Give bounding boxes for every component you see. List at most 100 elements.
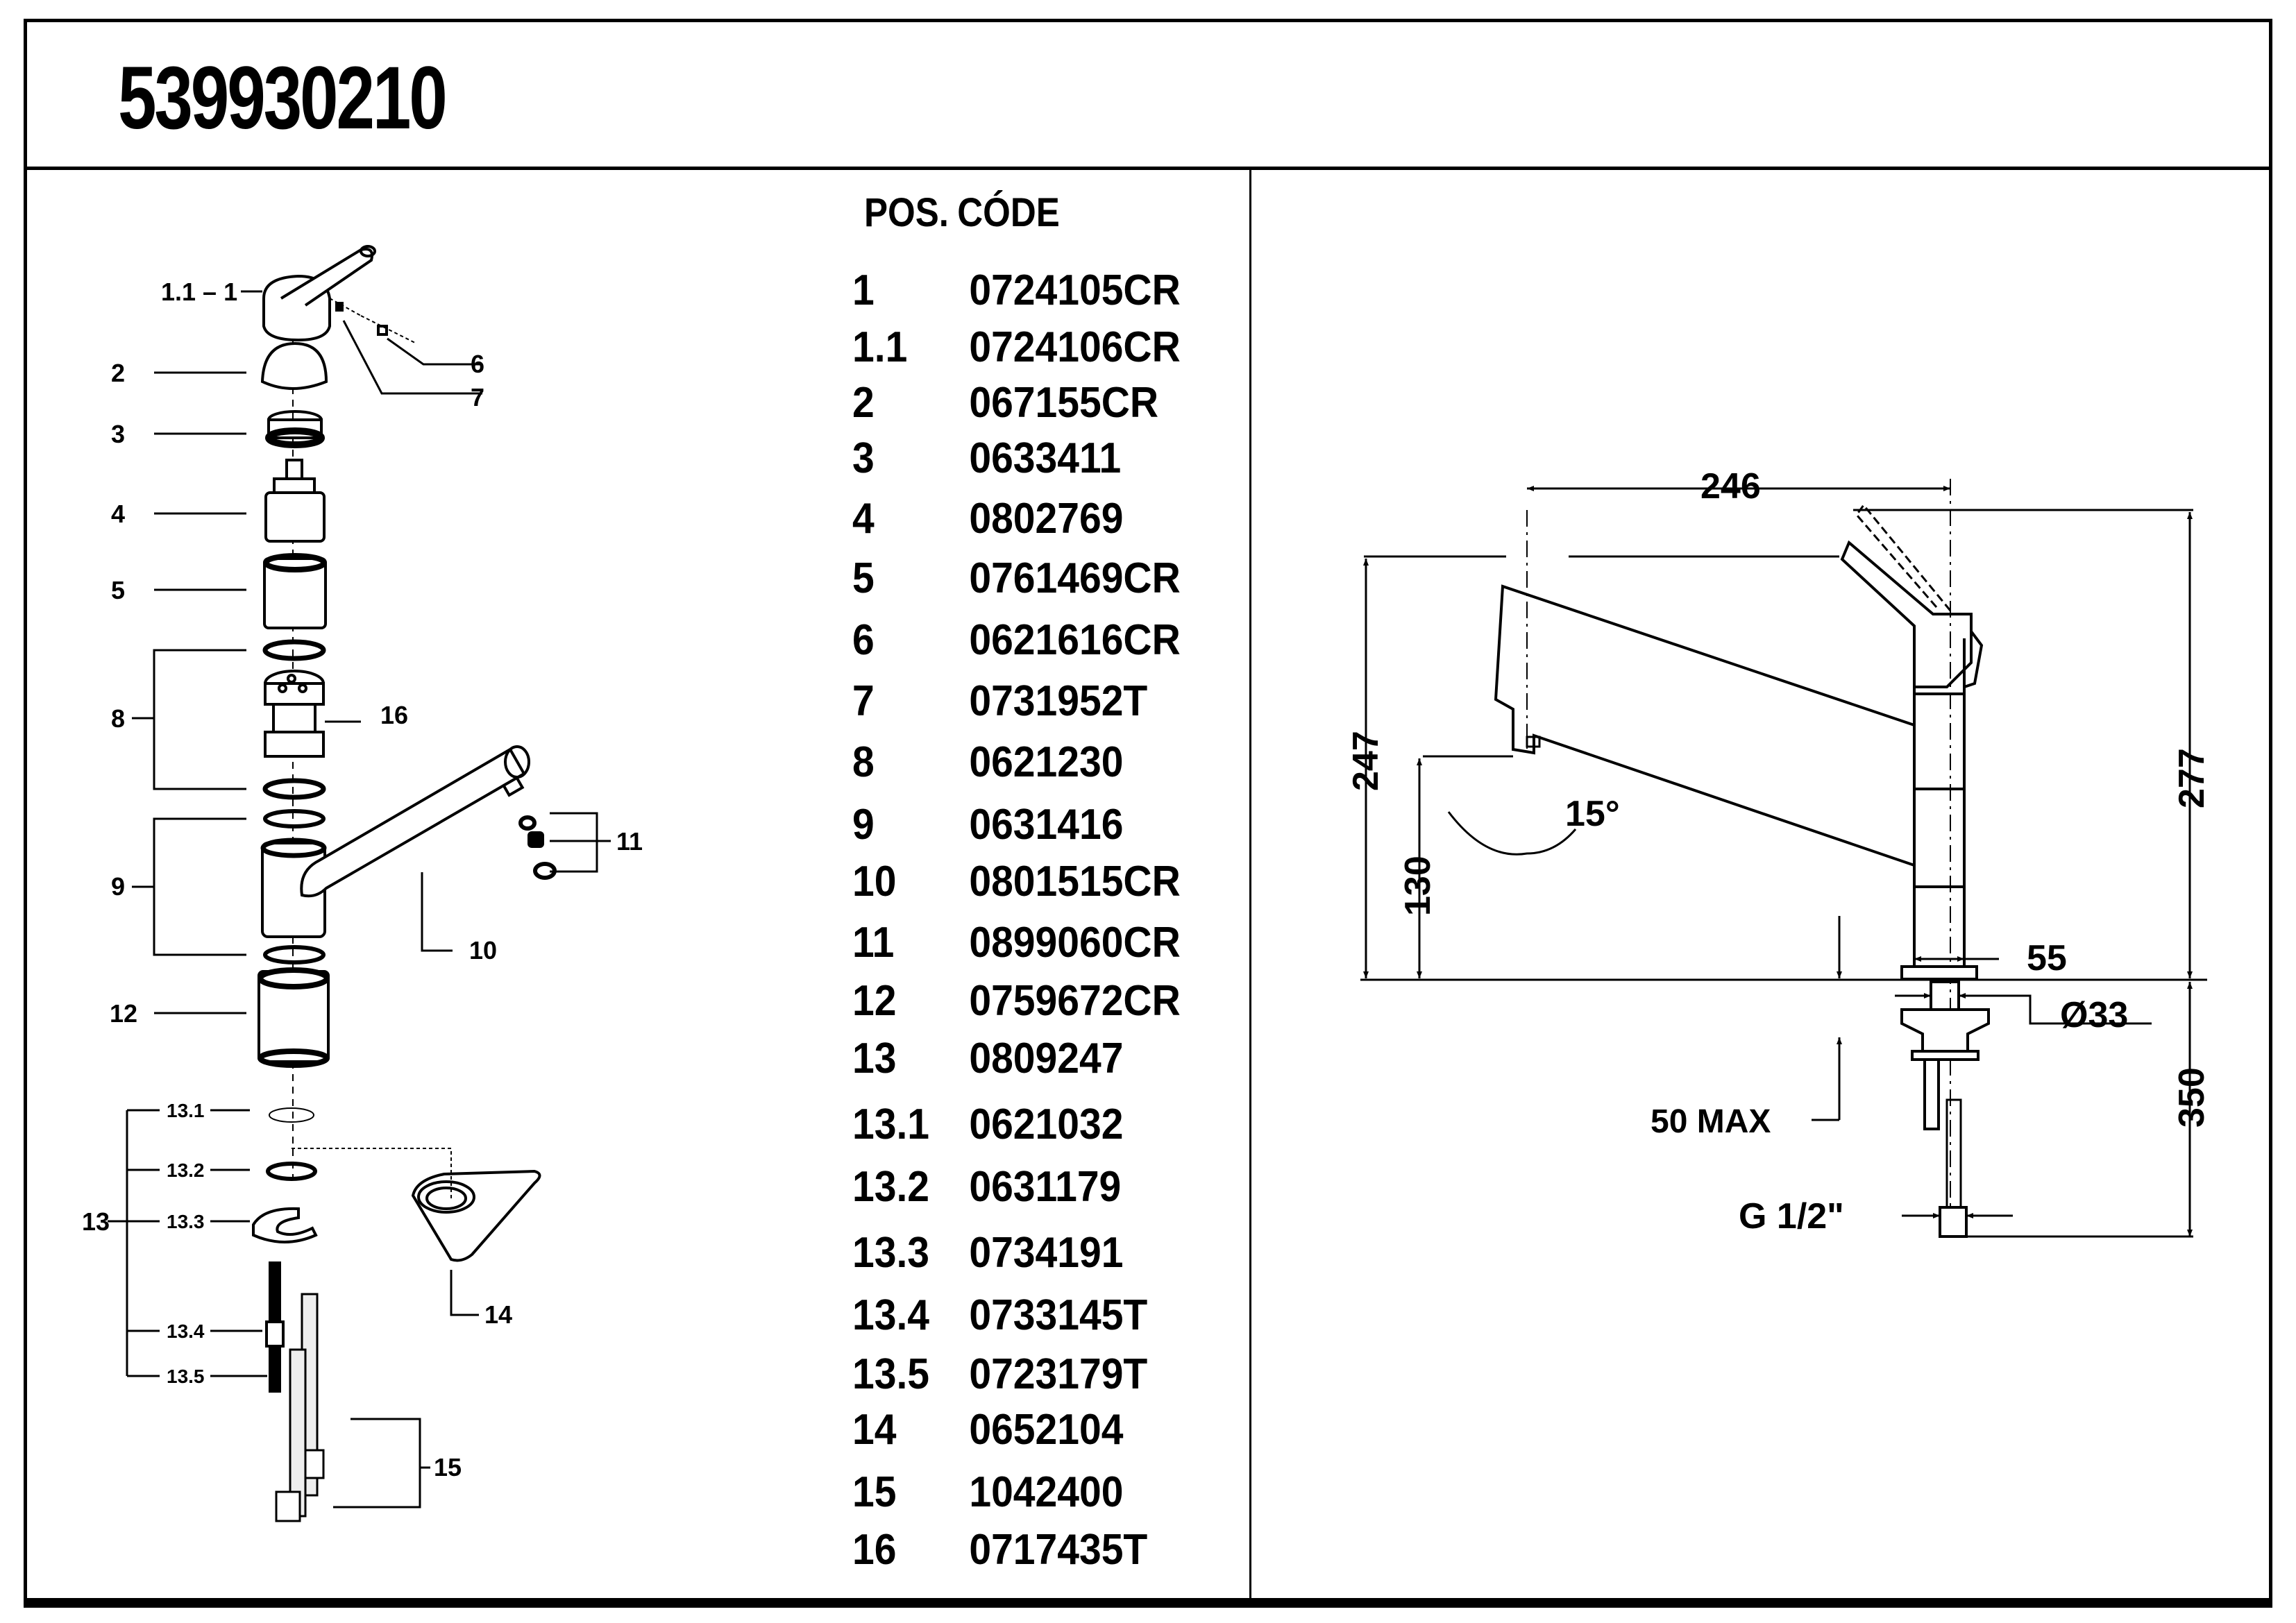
part-code: 0621616CR	[969, 616, 1181, 664]
part-code: 067155CR	[969, 379, 1159, 427]
part-code: 0724106CR	[969, 323, 1181, 371]
callout-4: 4	[111, 500, 125, 528]
dim-spout-reach: 246	[1700, 466, 1761, 507]
part-code: 0731952T	[969, 677, 1148, 725]
callout-1: 1.1 – 1	[161, 278, 237, 306]
product-code-title: 539930210	[118, 49, 448, 148]
pos-column-header: POS.	[864, 190, 949, 235]
faucet-side-view	[1360, 479, 2207, 1238]
base-sleeve-part	[258, 967, 330, 1068]
parts-table-header: POS.CÓDE	[864, 193, 1068, 233]
seal-ring-lower	[262, 778, 326, 800]
part-code: 0717435T	[969, 1526, 1148, 1574]
callout-8: 8	[111, 704, 125, 733]
part-code: 0621032	[969, 1101, 1124, 1148]
cover-cap-part	[260, 341, 328, 390]
washer-13-2	[266, 1162, 317, 1181]
callout-13: 13	[82, 1207, 110, 1236]
header-divider	[24, 167, 2272, 170]
callout-2: 2	[111, 359, 125, 387]
callout-13-2: 13.2	[167, 1159, 205, 1181]
o-ring-upper	[263, 809, 326, 829]
part-position: 3	[852, 434, 875, 482]
dim-connection-thread: G 1/2"	[1739, 1196, 1844, 1237]
part-position: 13.3	[852, 1229, 930, 1277]
part-position: 1.1	[852, 323, 908, 371]
callout-13-3: 13.3	[167, 1211, 205, 1232]
callout-3: 3	[111, 420, 125, 448]
callout-7: 7	[471, 383, 484, 411]
part-position: 5	[852, 554, 875, 602]
callout-9: 9	[111, 872, 125, 901]
part-position: 10	[852, 858, 897, 906]
dim-hose-length: 350	[2172, 1067, 2212, 1128]
handle-part	[262, 245, 417, 344]
callout-6: 6	[471, 350, 484, 378]
part-code: 0633411	[969, 434, 1122, 482]
part-position: 15	[852, 1468, 897, 1516]
drawing-frame	[24, 19, 2272, 1608]
part-position: 8	[852, 738, 875, 786]
part-position: 4	[852, 495, 875, 543]
part-position: 14	[852, 1406, 897, 1454]
dim-spout-height: 247	[1346, 731, 1386, 791]
retaining-nut-part	[265, 410, 325, 448]
cartridge-part	[264, 459, 326, 543]
seal-ring-upper	[262, 639, 326, 661]
o-ring-lower	[263, 945, 326, 965]
callout-14: 14	[484, 1300, 512, 1329]
part-position: 12	[852, 977, 897, 1025]
part-position: 2	[852, 379, 875, 427]
part-position: 13.4	[852, 1291, 930, 1339]
part-code: 0759672CR	[969, 977, 1181, 1025]
part-code: 0723179T	[969, 1350, 1148, 1398]
part-code: 0631416	[969, 801, 1124, 849]
part-code: 0801515CR	[969, 858, 1181, 906]
part-code: 0761469CR	[969, 554, 1181, 602]
part-position: 16	[852, 1526, 897, 1574]
callout-12: 12	[110, 999, 137, 1028]
part-code: 1042400	[969, 1468, 1124, 1516]
dimension-lines	[1363, 486, 2193, 1238]
callout-10: 10	[469, 936, 497, 965]
dim-deck-thickness: 50 MAX	[1651, 1103, 1771, 1140]
callout-15: 15	[434, 1453, 462, 1481]
nut-13-4	[265, 1320, 285, 1348]
part-code: 0621230	[969, 738, 1124, 786]
callout-16: 16	[380, 701, 408, 729]
part-code: 0724105CR	[969, 266, 1181, 314]
part-position: 13	[852, 1035, 897, 1082]
part-position: 11	[852, 919, 895, 967]
washer-13-1	[269, 1107, 314, 1123]
callout-13-5: 13.5	[167, 1366, 205, 1387]
part-code: 0631179	[969, 1163, 1122, 1211]
part-position: 6	[852, 616, 875, 664]
part-position: 13.5	[852, 1350, 930, 1398]
dim-outlet-height: 130	[1398, 856, 1438, 916]
spout-body-part	[260, 745, 530, 938]
callout-11: 11	[616, 827, 643, 856]
dim-shank-diameter: Ø33	[2060, 995, 2128, 1035]
part-position: 13.2	[852, 1163, 930, 1211]
diverter-part	[264, 670, 325, 758]
code-column-header: CÓDE	[957, 190, 1060, 235]
part-code: 0734191	[969, 1229, 1124, 1277]
horseshoe-13-3	[252, 1207, 318, 1243]
callout-13-1: 13.1	[167, 1100, 205, 1121]
part-position: 7	[852, 677, 875, 725]
flex-hoses-part-15	[275, 1293, 325, 1522]
sleeve-part	[263, 553, 327, 629]
dim-body-diameter: 55	[2027, 938, 2067, 978]
leader-lines	[108, 290, 611, 1509]
part-position: 1	[852, 266, 875, 314]
part-code: 0802769	[969, 495, 1124, 543]
dim-swivel-angle: 15°	[1565, 794, 1620, 834]
part-code: 0809247	[969, 1035, 1124, 1082]
part-position: 9	[852, 801, 875, 849]
part-position: 13.1	[852, 1101, 930, 1148]
part-code: 0899060CR	[969, 919, 1181, 967]
section-divider	[1249, 170, 1251, 1601]
base-plate-part-14	[292, 1148, 541, 1262]
